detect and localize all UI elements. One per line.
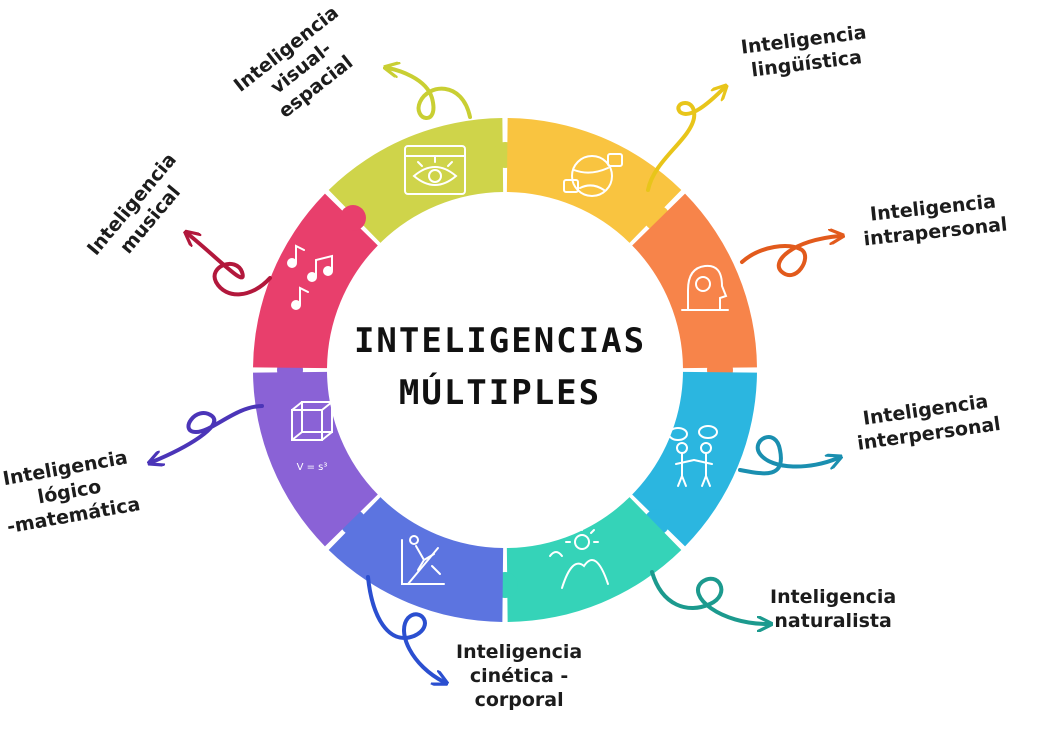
ring-segment-musical [253,193,378,369]
arrows-group [152,68,840,682]
arrow-visual [388,68,472,120]
arrow-naturalista [650,570,768,624]
ring-segment-logico [253,371,378,547]
sun-mountain-icon [549,525,609,589]
ring-center-disc [328,193,682,547]
cube-formula-icon [291,401,333,441]
globe-language-icon [563,153,623,197]
arrow-interpersonal [738,435,838,476]
icons-group: V = s³ [287,145,729,589]
ring-segment-linguistica [506,118,682,243]
puzzle-ring [253,118,757,622]
center-title: INTELIGENCIAS MÚLTIPLES [330,315,670,419]
arrow-logico [152,404,264,462]
climber-icon [401,535,445,585]
puzzle-knob-musical [339,204,366,231]
arrow-intrapersonal [740,236,840,277]
center-title-line1: INTELIGENCIAS [353,321,647,361]
arrow-linguistica [646,88,724,192]
center-title-line2: MÚLTIPLES [398,373,602,413]
music-notes-icon [287,244,333,310]
ring-segment-cinetica [328,497,504,622]
ring-segment-intrapersonal [632,193,757,369]
head-mind-icon [681,264,729,311]
cube-formula-text: V = s³ [297,462,328,473]
arrow-musical [188,234,272,297]
people-talking-icon [668,425,718,487]
arrow-cinetica [366,575,444,682]
eye-icon [404,145,466,195]
ring-segment-visual [328,118,504,243]
ring-segment-interpersonal [632,371,757,547]
